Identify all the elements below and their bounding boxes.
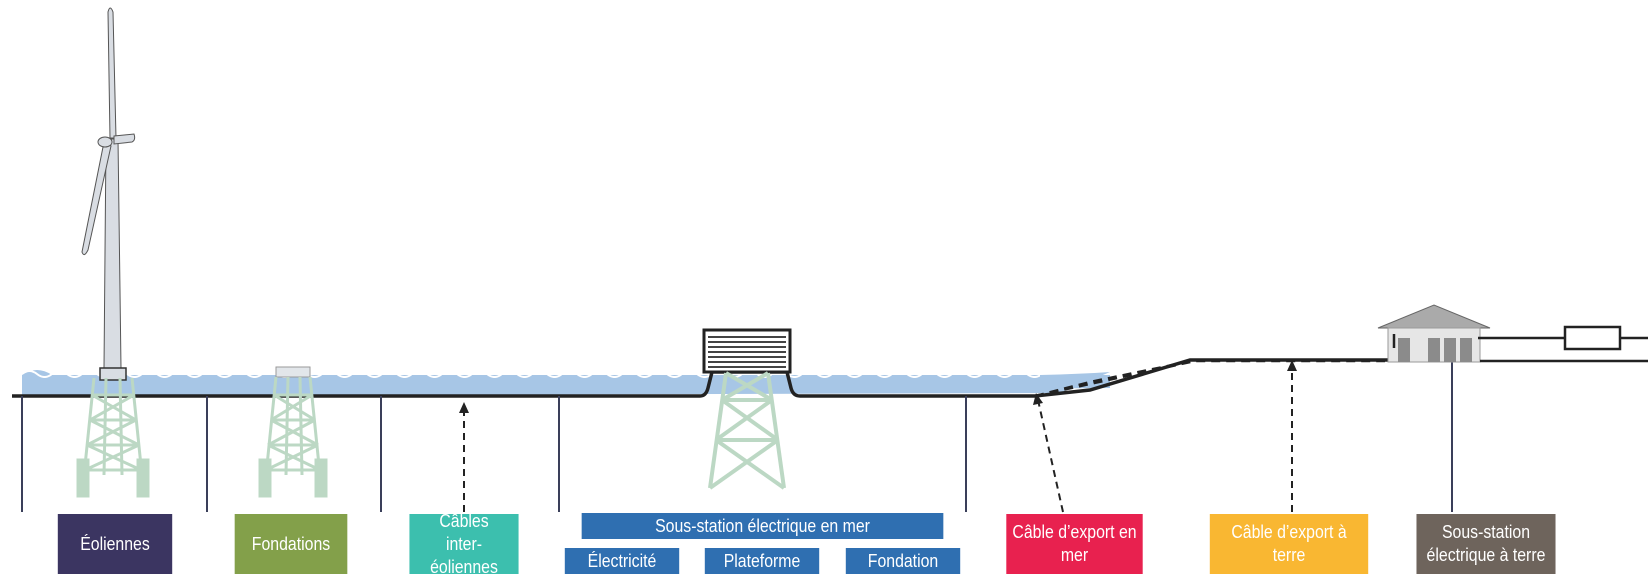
turbine-jacket-foundation xyxy=(76,377,150,498)
label-cables-inter-eoliennes: Câbles inter-éoliennes xyxy=(409,511,519,577)
onshore-export-cable xyxy=(1034,359,1385,398)
label-fondations: Fondations xyxy=(234,514,348,574)
label-sous-station-terre: Sous-station électrique à terre xyxy=(1416,514,1556,574)
label-fondation-text: Fondation xyxy=(867,550,939,571)
label-fondations-text: Fondations xyxy=(251,533,331,554)
label-sous-station-terre-line1: Sous-station xyxy=(1441,522,1531,542)
offshore-substation-icon xyxy=(702,328,792,490)
label-plateforme-text: Plateforme xyxy=(723,550,801,571)
label-cable-export-terre-text: Câble d’export à terre xyxy=(1231,522,1347,565)
pointer-arrows xyxy=(463,366,1293,513)
label-cables-inter-line1: Câbles xyxy=(439,510,489,531)
grid-connection xyxy=(1478,325,1648,363)
arrow-heads xyxy=(459,360,1297,413)
label-plateforme: Plateforme xyxy=(704,548,820,574)
label-cables-inter-line2: inter-éoliennes xyxy=(430,533,498,577)
label-electricite: Électricité xyxy=(564,548,680,574)
label-cable-export-mer: Câble d’export en mer xyxy=(1006,514,1143,574)
sea xyxy=(22,368,1110,396)
label-sous-station-mer: Sous-station électrique en mer xyxy=(581,513,944,539)
label-electricite-text: Électricité xyxy=(587,550,657,571)
label-eoliennes: Éoliennes xyxy=(57,514,173,574)
label-sous-station-mer-text: Sous-station électrique en mer xyxy=(655,515,870,536)
onshore-substation-icon xyxy=(1377,304,1491,363)
label-sous-station-terre-line2: électrique à terre xyxy=(1426,545,1546,565)
label-fondation: Fondation xyxy=(845,548,961,574)
label-cable-export-mer-text: Câble d’export en mer xyxy=(1012,522,1137,565)
label-cable-export-terre: Câble d’export à terre xyxy=(1209,514,1369,574)
foundation-only-icon xyxy=(258,366,328,498)
label-eoliennes-text: Éoliennes xyxy=(80,533,150,554)
wind-turbine-icon xyxy=(81,7,136,381)
inter-array-cable xyxy=(12,334,1396,398)
seabed-markers xyxy=(21,360,1453,512)
